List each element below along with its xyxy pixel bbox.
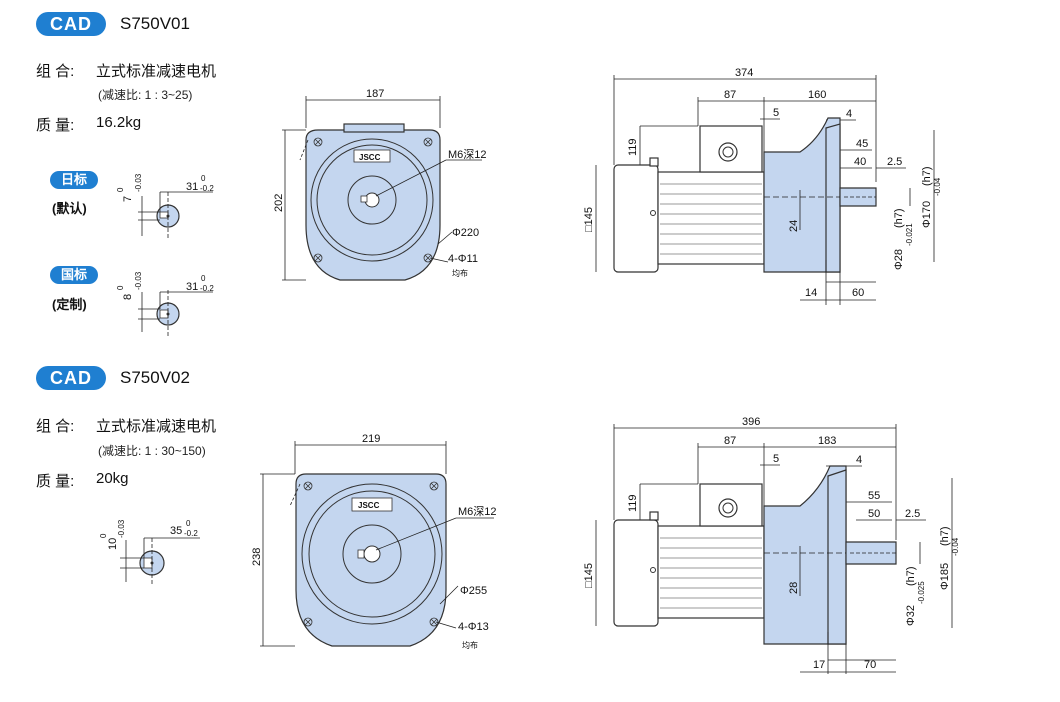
side1-d60: 60 [852,287,864,299]
svg-text:0: 0 [99,533,108,538]
mass-label-2: 质 量: [36,473,75,490]
key-m2-h: 35 [170,525,182,537]
side2-d70: 70 [864,659,876,671]
side2-d55: 55 [868,490,880,502]
svg-text:-0.025: -0.025 [917,581,926,604]
side2-overall: 396 [742,416,760,428]
key1-w-tol: 0 [116,187,125,192]
front1-tap: M6深12 [448,148,487,161]
side-view-1: 374 87 160 5 4 45 40 2.5 119 □145 [583,67,942,305]
model-name-1: S750V01 [120,14,190,33]
front2-tap: M6深12 [458,505,497,518]
key1-w-tol2: -0.03 [134,173,143,192]
svg-text:0: 0 [201,274,206,283]
key-m2-w: 10 [107,538,119,550]
svg-text:-0.021: -0.021 [905,223,914,246]
side1-d5: 5 [773,107,779,119]
side1-sq: □145 [583,207,595,232]
side1-shaft: Φ28 [893,249,905,270]
side1-d24: 24 [788,220,800,232]
side2-d17: 17 [813,659,825,671]
key-detail-cn: 8 0 -0.03 31 0 -0.2 [116,271,214,336]
side2-d4: 4 [856,454,862,466]
cad-badge-1[interactable]: CAD [36,12,106,36]
front1-brand: JSCC [359,153,381,162]
side1-flange: Φ170 [921,201,933,228]
side1-d119: 119 [627,138,639,156]
front2-pcd: Φ255 [460,585,487,597]
front1-pcd: Φ220 [452,227,479,239]
key1-w: 7 [122,196,134,202]
side2-d28: 28 [788,582,800,594]
side2-flange: Φ185 [939,563,951,590]
svg-text:-0.03: -0.03 [134,271,143,290]
front-view-1: 187 202 JSCC M6深12 Φ220 4-Φ11 均布 [273,88,487,281]
svg-text:-0.04: -0.04 [933,177,942,196]
svg-text:-0.2: -0.2 [200,284,214,293]
combo-value-1: 立式标准减速电机 [96,63,217,80]
std-badge-jp[interactable]: 日标 [50,171,98,189]
svg-text:-0.03: -0.03 [117,519,126,538]
side1-d160: 160 [808,89,826,101]
key2-h: 31 [186,281,198,293]
front1-holes: 4-Φ11 [448,253,478,265]
front2-brand: JSCC [358,501,380,510]
side2-d87: 87 [724,435,736,447]
front2-width: 219 [362,433,380,445]
svg-text:-0.04: -0.04 [951,537,960,556]
front-view-2: 219 238 JSCC M6深12 Φ255 4-Φ13 均布 [251,433,497,650]
side1-d4: 4 [846,108,852,120]
side-view-2: 396 87 183 5 4 55 50 2.5 119 □145 [583,416,960,674]
svg-text:-0.2: -0.2 [184,529,198,538]
key2-w: 8 [122,294,134,300]
combo-value-2: 立式标准减速电机 [96,418,217,435]
key1-h-tol2: -0.2 [200,184,214,193]
side2-flange-fit: (h7) [939,526,951,546]
std-sub-jp: (默认) [52,201,87,216]
front2-holes-note: 均布 [462,640,478,650]
model-name-2: S750V02 [120,368,190,387]
mass-value-1: 16.2kg [96,114,142,131]
svg-text:0: 0 [186,519,191,528]
key1-h: 31 [186,181,198,193]
mass-label-1: 质 量: [36,117,75,134]
key-detail-m2: 10 0 -0.03 35 0 -0.2 [99,519,200,585]
ratio-2: (减速比: 1 : 30~150) [98,444,206,458]
side1-d14: 14 [805,287,817,299]
cad-badge-2[interactable]: CAD [36,366,106,390]
front2-holes: 4-Φ13 [458,621,489,633]
side1-d25: 2.5 [887,156,902,168]
side2-shaft-fit: (h7) [905,566,917,586]
side1-d40: 40 [854,156,866,168]
front2-height: 238 [251,548,263,566]
side2-d119: 119 [627,494,639,512]
side2-d50: 50 [868,508,880,520]
side2-d183: 183 [818,435,836,447]
side1-d45: 45 [856,138,868,150]
combo-label-2: 组 合: [36,418,75,435]
side2-sq: □145 [583,563,595,588]
side2-shaft: Φ32 [905,605,917,626]
svg-text:0: 0 [116,285,125,290]
ratio-1: (减速比: 1 : 3~25) [98,88,193,102]
side1-d87: 87 [724,89,736,101]
side1-shaft-fit: (h7) [893,208,905,228]
std-sub-cn: (定制) [52,297,87,312]
side1-overall: 374 [735,67,753,79]
side2-d25: 2.5 [905,508,920,520]
mass-value-2: 20kg [96,470,129,487]
side1-flange-fit: (h7) [921,166,933,186]
key-detail-jp: 7 0 -0.03 31 0 -0.2 [116,173,214,240]
key1-h-tol: 0 [201,174,206,183]
front1-holes-note: 均布 [452,268,468,278]
side2-d5: 5 [773,453,779,465]
front1-width: 187 [366,88,384,100]
combo-label-1: 组 合: [36,63,75,80]
front1-height: 202 [273,194,285,212]
std-badge-cn[interactable]: 国标 [50,266,98,284]
